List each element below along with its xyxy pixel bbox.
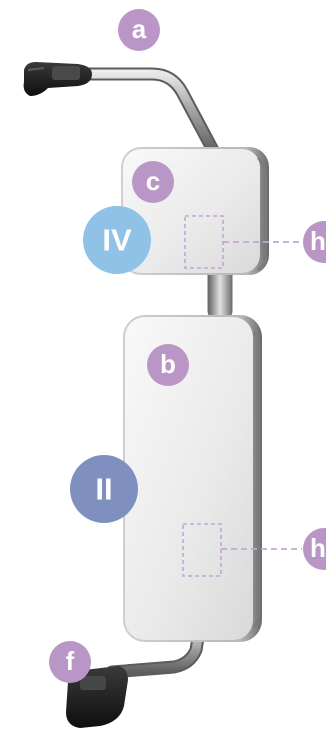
lower-mirror-class-ii bbox=[123, 315, 262, 642]
class-iv-text: IV bbox=[102, 223, 132, 258]
label-badge-h-upper: h bbox=[303, 221, 326, 263]
label-c-text: c bbox=[146, 166, 160, 196]
mirror-joint-connector bbox=[208, 268, 232, 318]
label-h-upper-text: h bbox=[310, 226, 326, 256]
top-mount-block bbox=[24, 62, 92, 96]
class-ii-badge: II bbox=[70, 455, 138, 523]
label-badge-h-lower: h bbox=[303, 528, 326, 570]
label-b-text: b bbox=[160, 349, 176, 379]
class-iv-badge: IV bbox=[83, 206, 151, 274]
label-h-lower-text: h bbox=[310, 533, 326, 563]
label-badge-a: a bbox=[118, 9, 160, 51]
label-badge-f: f bbox=[49, 641, 91, 683]
label-a-text: a bbox=[132, 14, 147, 44]
top-bracket-arm bbox=[86, 71, 214, 152]
label-badge-b: b bbox=[147, 344, 189, 386]
label-f-text: f bbox=[66, 646, 75, 676]
class-ii-text: II bbox=[95, 472, 112, 507]
label-badge-c: c bbox=[132, 161, 174, 203]
